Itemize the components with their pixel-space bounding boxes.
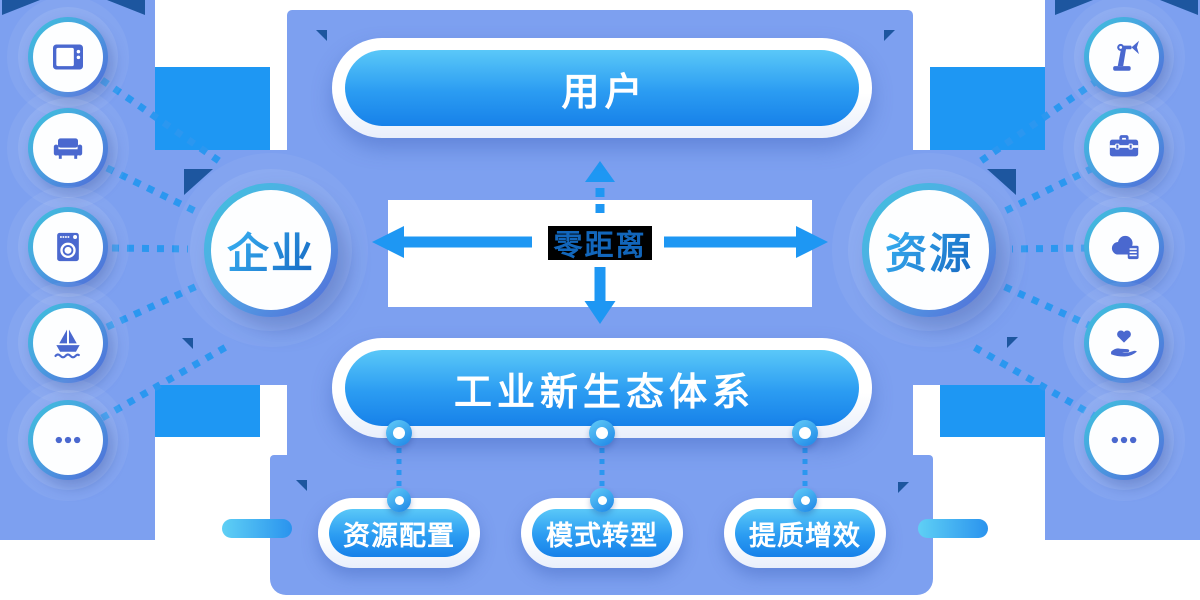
ellipsis-icon	[1111, 436, 1137, 444]
connector-knob	[793, 488, 817, 512]
toolbox-icon	[1109, 135, 1139, 157]
device-node-washing-machine[interactable]	[28, 207, 108, 287]
resource-node-more[interactable]	[1084, 400, 1164, 480]
heart-hand-icon	[1111, 330, 1137, 357]
device-node-more[interactable]	[28, 400, 108, 480]
enterprise-label: 企业	[227, 220, 315, 281]
enterprise-node[interactable]: 企业	[204, 183, 338, 317]
connector-knob	[387, 488, 411, 512]
outcome-node-quality-efficiency[interactable]: 提质增效	[724, 498, 886, 568]
resource-node-care-service[interactable]	[1084, 303, 1164, 383]
decor-capsule-right	[918, 519, 988, 538]
accent-rect-top-left	[155, 67, 270, 150]
user-label: 用户	[561, 69, 648, 114]
robot-arm-icon	[1113, 40, 1139, 71]
navy-triangle	[316, 30, 327, 41]
ecosystem-node[interactable]: 工业新生态体系	[332, 338, 872, 438]
navy-triangle	[1007, 337, 1018, 348]
sofa-icon	[53, 138, 83, 159]
navy-triangle	[182, 338, 193, 349]
resources-node[interactable]: 资源	[862, 183, 996, 317]
zero-distance-label: 零距离	[553, 228, 647, 262]
zero-distance-tag: 零距离	[548, 226, 652, 262]
accent-rect-bottom-left	[155, 385, 260, 437]
outcome-label: 模式转型	[546, 520, 658, 552]
ecosystem-label: 工业新生态体系	[453, 369, 755, 414]
resource-node-robot-arm[interactable]	[1084, 17, 1164, 97]
navy-triangle	[296, 480, 307, 491]
navy-triangle	[898, 482, 909, 493]
resource-node-toolbox[interactable]	[1084, 108, 1164, 188]
device-node-tv[interactable]	[28, 17, 108, 97]
resources-label: 资源	[885, 220, 973, 281]
resource-node-cloud-server[interactable]	[1084, 207, 1164, 287]
user-node[interactable]: 用户	[332, 38, 872, 138]
device-node-sofa[interactable]	[28, 108, 108, 188]
accent-rect-bottom-right	[940, 385, 1045, 437]
outcome-label: 资源配置	[343, 520, 455, 552]
tv-icon	[53, 44, 83, 70]
connector-knob	[792, 420, 818, 446]
navy-triangle	[884, 30, 895, 41]
device-node-ship[interactable]	[28, 303, 108, 383]
cloud-server-icon	[1111, 235, 1139, 260]
washing-machine-icon	[57, 232, 79, 262]
ellipsis-icon	[55, 436, 81, 444]
connector-knob	[386, 420, 412, 446]
connector-knob	[590, 488, 614, 512]
accent-rect-top-right	[930, 67, 1045, 150]
ship-icon	[54, 329, 80, 359]
outcome-label: 提质增效	[749, 520, 861, 552]
connector-knob	[589, 420, 615, 446]
outcome-node-resource-allocation[interactable]: 资源配置	[318, 498, 480, 568]
decor-capsule-left	[222, 519, 292, 538]
